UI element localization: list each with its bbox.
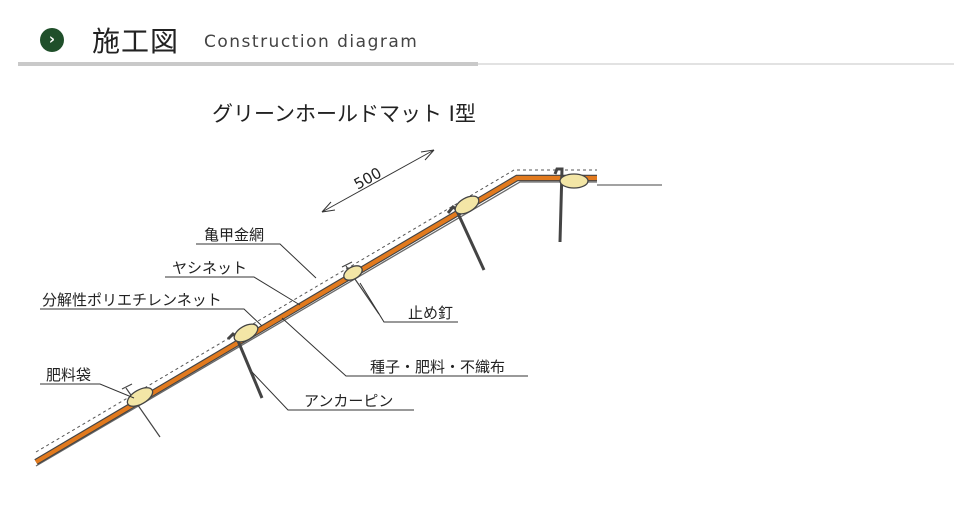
dimension-label: 500 — [351, 164, 385, 194]
header-rule-light — [478, 63, 954, 65]
diagram-title: グリーンホールドマット Ⅰ型 — [212, 102, 476, 126]
anchor-pin — [553, 167, 589, 243]
anchor-pins — [226, 167, 589, 399]
section-title: 施工図 — [92, 25, 180, 58]
dimension-500: 500 — [321, 149, 435, 213]
label-seed-fertilizer-cloth: 種子・肥料・不織布 — [370, 358, 505, 376]
label-wire-mesh: 亀甲金網 — [204, 226, 264, 244]
label-palm-net: ヤシネット — [172, 259, 247, 277]
section-subtitle: Construction diagram — [204, 32, 419, 52]
slope-surface — [35, 181, 662, 467]
label-anchor-pin: アンカーピン — [304, 392, 393, 410]
label-stop-nail: 止め釘 — [408, 304, 453, 322]
fertilizer-bags — [121, 261, 380, 438]
seed-mat — [34, 175, 597, 464]
anchor-pin — [226, 323, 264, 399]
mat-layers — [34, 169, 597, 465]
stop-nail — [341, 261, 380, 315]
label-biodegradable-net: 分解性ポリエチレンネット — [42, 291, 222, 309]
chevron-right-icon: › — [40, 28, 64, 52]
header-rule-dark — [18, 62, 478, 66]
anchor-pin — [446, 195, 486, 271]
wire-mesh-layer — [35, 169, 597, 453]
section-header: › 施工図 Construction diagram — [0, 0, 971, 70]
fertilizer-bag — [121, 383, 161, 438]
leader-lines — [40, 243, 528, 411]
label-fertilizer-bag: 肥料袋 — [46, 366, 91, 384]
